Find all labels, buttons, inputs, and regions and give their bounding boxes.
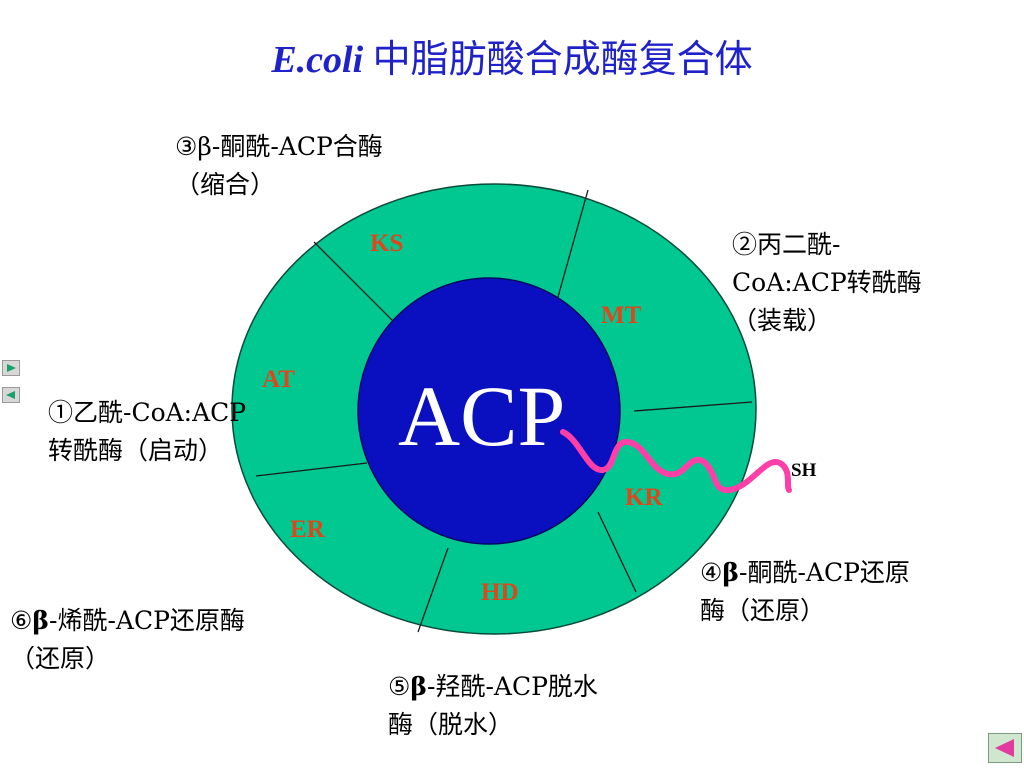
- acp-label: ACP: [398, 368, 566, 464]
- annotation-line: ⑥β-烯酰-ACP还原酶: [10, 602, 245, 640]
- circled-number: ⑤: [388, 672, 411, 701]
- divider-mt-kr: [633, 401, 753, 412]
- return-slide-button[interactable]: [988, 733, 1022, 763]
- play-left-icon: [6, 391, 15, 399]
- beta-symbol: β: [32, 606, 50, 635]
- circled-number: ⑥: [10, 606, 33, 635]
- annotation-line: （缩合）: [175, 170, 276, 199]
- segment-label-hd: HD: [481, 579, 519, 606]
- annotation-text: -酮酰-ACP还原: [739, 558, 910, 587]
- annotation-line: 酶（脱水）: [388, 710, 514, 739]
- annotation-hydroxyacyl-dehydratase: ⑤β-羟酰-ACP脱水 酶（脱水）: [388, 668, 598, 744]
- annotation-text: -羟酰-ACP脱水: [427, 672, 598, 701]
- divider-ks-mt: [555, 189, 589, 305]
- acp-core: [357, 277, 621, 545]
- sh-group-label: SH: [791, 460, 817, 481]
- annotation-line: ②丙二酰-: [732, 230, 841, 259]
- annotation-enoyl-reductase: ⑥β-烯酰-ACP还原酶 （还原）: [10, 602, 245, 678]
- beta-symbol: β: [722, 558, 740, 587]
- annotation-line: ④β-酮酰-ACP还原: [700, 554, 910, 592]
- annotation-malonyl-transacylase: ②丙二酰- CoA:ACP转酰酶 （装载）: [732, 226, 922, 340]
- annotation-line: （装载）: [732, 306, 833, 335]
- next-slide-button[interactable]: [2, 360, 20, 376]
- annotation-line: ①乙酰-CoA:ACP: [48, 398, 247, 427]
- annotation-text: -烯酰-ACP还原酶: [49, 606, 245, 635]
- play-left-icon: [995, 739, 1014, 757]
- segment-label-er: ER: [290, 516, 325, 543]
- page-title: E.coli 中脂肪酸合成酶复合体: [0, 28, 1024, 83]
- annotation-line: （还原）: [10, 644, 111, 673]
- segment-label-kr: KR: [625, 484, 663, 511]
- segment-label-ks: KS: [370, 230, 404, 257]
- annotation-acetyl-transacylase: ①乙酰-CoA:ACP 转酰酶（启动）: [48, 394, 246, 470]
- title-organism: E.coli: [271, 39, 364, 81]
- phosphopantetheine-arm: [560, 429, 792, 494]
- annotation-line: 酶（还原）: [700, 596, 826, 625]
- beta-symbol: β: [410, 672, 428, 701]
- annotation-line: CoA:ACP转酰酶: [732, 268, 922, 297]
- circled-number: ④: [700, 558, 723, 587]
- divider-hd-er: [417, 547, 449, 633]
- annotation-line: ③β-酮酰-ACP合酶: [175, 132, 383, 161]
- annotation-ketoacyl-synthase: ③β-酮酰-ACP合酶 （缩合）: [175, 128, 383, 204]
- annotation-line: ⑤β-羟酰-ACP脱水: [388, 668, 598, 706]
- divider-kr-hd: [597, 511, 637, 593]
- annotation-ketoacyl-reductase: ④β-酮酰-ACP还原 酶（还原）: [700, 554, 910, 630]
- segment-label-at: AT: [262, 366, 295, 393]
- annotation-line: 转酰酶（启动）: [48, 436, 224, 465]
- segment-label-mt: MT: [601, 302, 642, 329]
- title-text: 中脂肪酸合成酶复合体: [363, 39, 753, 81]
- divider-er-at: [255, 462, 368, 477]
- previous-slide-button[interactable]: [2, 387, 20, 403]
- play-right-icon: [7, 364, 16, 372]
